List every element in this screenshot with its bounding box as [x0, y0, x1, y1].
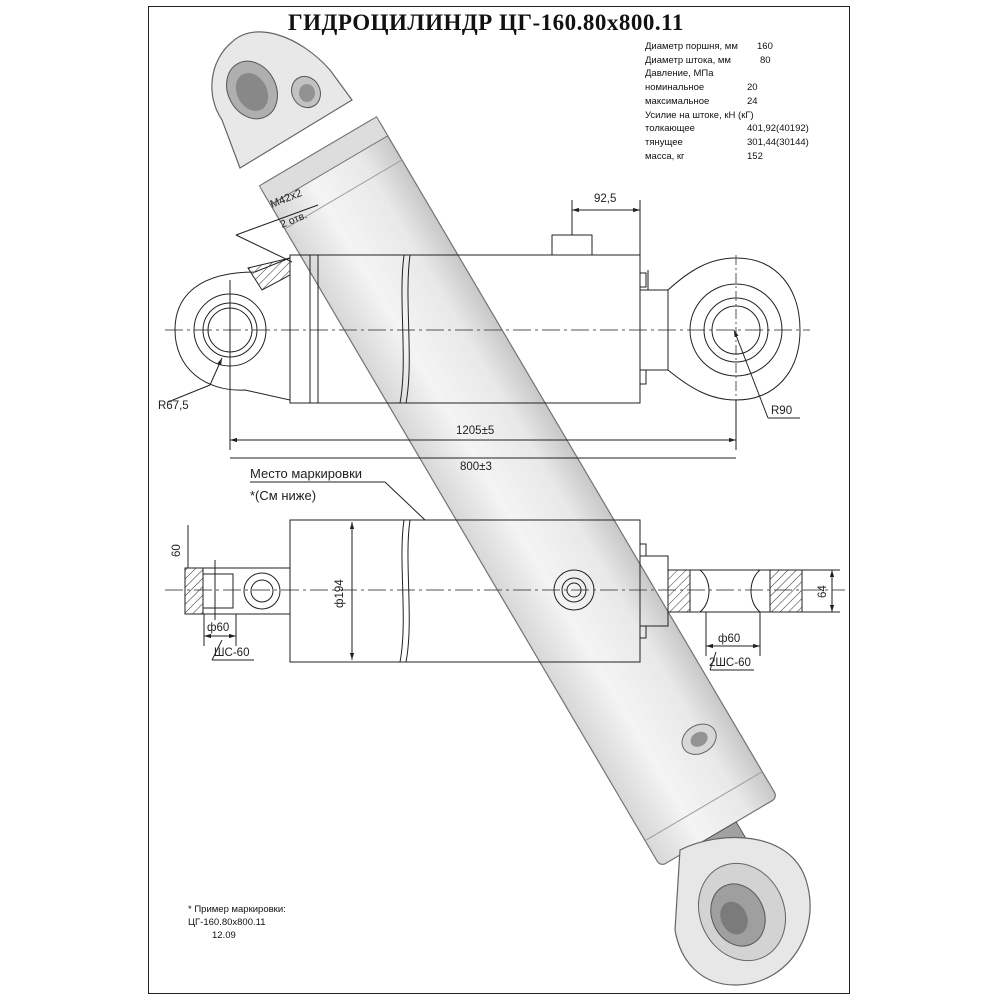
dim-stroke: 800±3 — [460, 461, 492, 473]
dim-eye-radius-left: R67,5 — [158, 400, 189, 412]
drawing-title: ГИДРОЦИЛИНДР ЦГ-160.80х800.11 — [288, 10, 684, 35]
spec-label: масса, кг — [645, 150, 685, 162]
spec-value: 152 — [747, 150, 763, 162]
cylinder-tube-render — [258, 116, 776, 878]
spec-label: толкающее — [645, 123, 695, 135]
spec-push: толкающее 401,92(40192) — [645, 122, 809, 136]
spec-label: Усилие на штоке, кН (кГ) — [645, 109, 754, 121]
rear-clevis-render — [211, 31, 353, 169]
dim-eye-radius-right: R90 — [771, 405, 792, 417]
spec-value: 401,92(40192) — [747, 123, 809, 135]
spec-label: Давление, МПа — [645, 68, 714, 80]
marking-example-heading: * Пример маркировки: — [188, 904, 286, 915]
marking-place-label: Место маркировки — [250, 466, 362, 481]
spec-nominal: номинальное 20 — [645, 81, 809, 95]
rod-eye-render — [674, 836, 811, 986]
marking-example: * Пример маркировки: ЦГ-160.80х800.11 12… — [188, 903, 286, 942]
spec-value: 20 — [747, 82, 758, 94]
spec-value: 24 — [747, 95, 758, 107]
spec-label: Диаметр штока, мм — [645, 54, 731, 66]
spec-label: тянущее — [645, 136, 683, 148]
spec-label: номинальное — [645, 82, 705, 94]
drawing-frame — [148, 6, 850, 994]
dim-port-offset: 92,5 — [594, 193, 616, 205]
spec-label: Диаметр поршня, мм — [645, 41, 738, 52]
spec-table: Диаметр поршня, мм 160 Диаметр штока, мм… — [645, 40, 809, 163]
spec-value: 301,44(30144) — [747, 136, 809, 148]
cylinder-3d-render — [211, 31, 811, 986]
dim-installed-length: 1205±5 — [456, 425, 494, 437]
spec-force: Усилие на штоке, кН (кГ) — [645, 109, 809, 123]
dimension-labels: 92,5 М42х2 2 отв. R67,5 R90 1205±5 800±3… — [158, 187, 829, 669]
dim-lug-width: 60 — [171, 544, 183, 557]
spec-piston-diameter: Диаметр поршня, мм 160 — [645, 40, 809, 54]
marking-example-line2: 12.09 — [212, 930, 236, 941]
dim-bearing-right: 2ШС-60 — [709, 657, 751, 669]
marking-note-label: *(См ниже) — [250, 488, 316, 503]
dim-rod-eye-width: 64 — [817, 585, 829, 598]
marking-example-line1: ЦГ-160.80х800.11 — [188, 917, 266, 928]
dim-bearing-left: ШС-60 — [214, 647, 249, 659]
spec-mass: масса, кг 152 — [645, 150, 809, 164]
dim-body-diameter: ф194 — [334, 579, 346, 608]
dim-bore-left: ф60 — [207, 622, 229, 634]
spec-pull: тянущее 301,44(30144) — [645, 136, 809, 150]
spec-value: 80 — [760, 54, 771, 66]
front-view — [165, 200, 810, 459]
spec-value: 160 — [757, 41, 773, 52]
spec-rod-diameter: Диаметр штока, мм 80 — [645, 54, 809, 68]
spec-label: максимальное — [645, 95, 710, 107]
spec-pressure: Давление, МПа — [645, 67, 809, 81]
top-view — [165, 481, 845, 671]
spec-maximum: максимальное 24 — [645, 95, 809, 109]
dim-bore-right: ф60 — [718, 633, 740, 645]
